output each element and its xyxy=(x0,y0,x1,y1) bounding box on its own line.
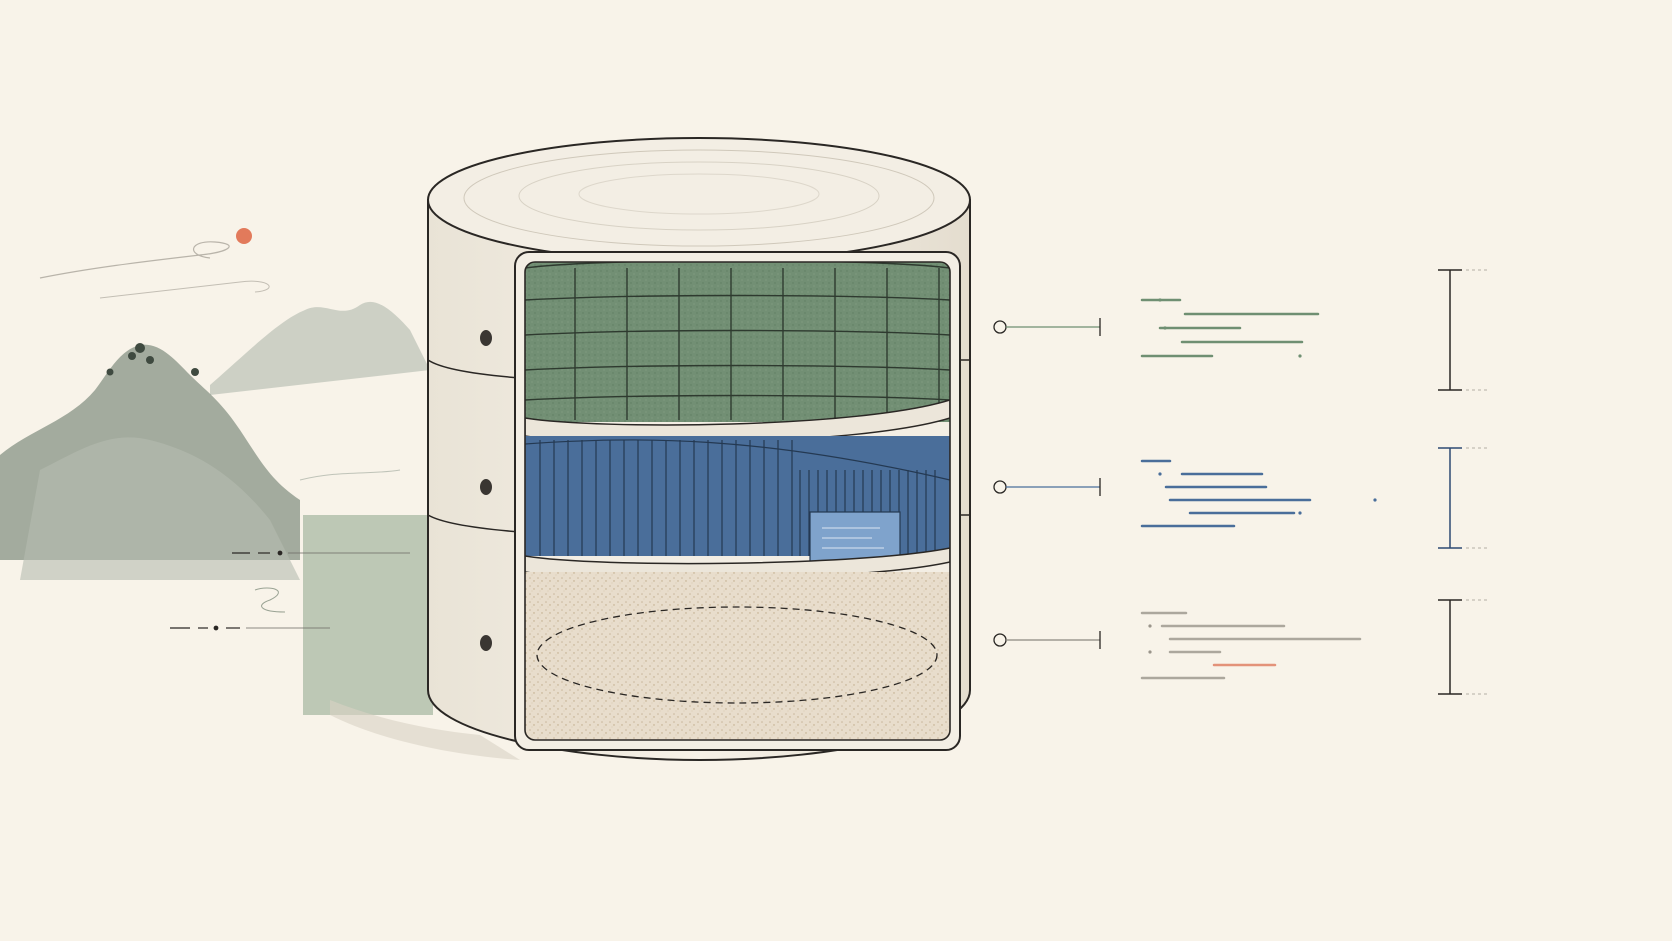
layer-legend-marks xyxy=(1140,298,1377,680)
sun-icon xyxy=(236,228,252,244)
cylinder-lid xyxy=(427,137,971,263)
mountain-landscape-icon xyxy=(0,228,433,715)
range-brackets xyxy=(1438,269,1490,695)
shell-hole xyxy=(480,635,492,651)
connector-node-icon xyxy=(993,318,1101,336)
legend-block xyxy=(1140,459,1377,528)
loose-granular-layer xyxy=(525,572,950,740)
range-bracket-icon xyxy=(1438,599,1490,695)
range-bracket-icon xyxy=(1438,269,1490,391)
shell-hole xyxy=(480,330,492,346)
dense-block-layer xyxy=(525,262,950,422)
legend-block xyxy=(1140,298,1320,358)
storage-cylinder xyxy=(330,137,971,762)
range-bracket-icon xyxy=(1438,447,1490,549)
background-panel xyxy=(303,515,433,715)
shelved-files-layer xyxy=(525,436,950,569)
connector-node-icon xyxy=(993,478,1101,496)
shell-hole xyxy=(480,479,492,495)
layer-connectors xyxy=(993,318,1101,649)
connector-node-icon xyxy=(993,631,1101,649)
legend-block xyxy=(1140,611,1362,680)
